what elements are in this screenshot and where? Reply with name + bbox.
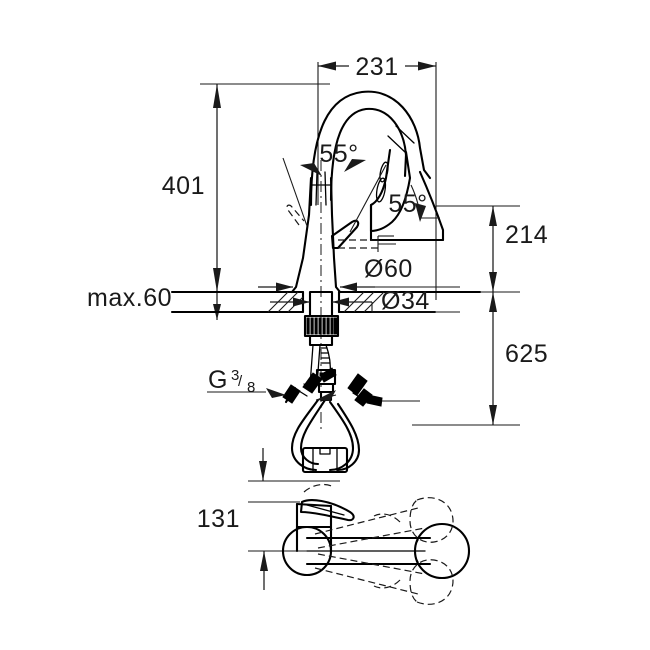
- column-inner-line-left: [315, 171, 318, 206]
- arrow-214-bottom: [489, 272, 497, 292]
- hose-right-fitting: [347, 373, 420, 407]
- arrow-131: [260, 551, 268, 571]
- faucet-spout-elevation: [309, 90, 445, 242]
- arrow-214-top: [489, 206, 497, 226]
- dimension-label-214: 214: [505, 221, 548, 249]
- spray-head-button: [379, 161, 389, 183]
- spout-outer-curve: [309, 90, 432, 207]
- dimension-label-131: 131: [197, 505, 240, 533]
- arrow-angle-right-2: [415, 203, 426, 222]
- arrow-401-top: [213, 84, 221, 108]
- thread-label-denominator: 8: [247, 379, 255, 396]
- counterweight-notch: [319, 447, 331, 455]
- dimension-231: 231: [317, 53, 437, 300]
- mounting-stud: [308, 334, 334, 347]
- arrow-231-right: [418, 61, 436, 71]
- dimension-label-401: 401: [162, 172, 205, 200]
- plan-handle-lever: [299, 499, 355, 522]
- plan-ghost-upper-detail: [373, 513, 401, 523]
- plan-ghost-lower-detail: [373, 579, 401, 589]
- dimension-214: 214: [436, 205, 548, 292]
- hose-right-body: [347, 373, 368, 396]
- counterweight: [301, 446, 349, 474]
- plan-head-neck: [414, 539, 419, 563]
- spray-head-body: [369, 148, 412, 233]
- thread-label-slash: /: [238, 373, 243, 390]
- hose-right-tail: [352, 392, 362, 399]
- plan-handle-ghost: [303, 483, 335, 493]
- plan-spray-head-ghost-upper: [409, 497, 454, 543]
- arrow-625-bottom: [489, 405, 497, 425]
- arrow-401-bottom: [213, 268, 221, 292]
- arrow-angle-right: [344, 159, 366, 172]
- dimension-label-625: 625: [505, 340, 548, 368]
- hose-left-tail-a: [298, 390, 308, 397]
- arrow-d60-right: [340, 282, 357, 292]
- plan-swivel-lower: [314, 553, 426, 595]
- hose-loop-right-outer: [328, 400, 355, 472]
- faucet-column-elevation: [286, 160, 360, 430]
- nut-knurling: [306, 317, 338, 335]
- dimension-label-max60: max.60: [87, 284, 172, 312]
- pipe-detail-dashed: [338, 235, 396, 252]
- column-inner-line-right: [324, 171, 327, 206]
- dimension-plan-top-marker: [248, 448, 340, 482]
- hose-right-tip: [366, 394, 383, 407]
- thread-label-g38: G 3 / 8: [207, 366, 266, 396]
- dimension-angle-right-55: 55°: [344, 159, 440, 233]
- leader-thread-center: [315, 394, 337, 401]
- hose-left-edge: [284, 386, 297, 404]
- under-counter-assembly: [290, 314, 361, 474]
- hose-corrugation: [320, 347, 331, 364]
- hose-left-tip: [319, 367, 337, 383]
- plan-handle-crease: [306, 504, 345, 516]
- dimension-d60: Ø60: [258, 235, 460, 292]
- angle-right-leader: [349, 164, 387, 233]
- dimension-d34: Ø34: [270, 287, 460, 315]
- handle-lever: [330, 219, 360, 250]
- spout-inner-curve: [329, 107, 408, 202]
- dimension-131: 131: [197, 501, 310, 590]
- spray-head-ring-1: [395, 125, 415, 144]
- hose-left-tail-b: [303, 383, 313, 390]
- plan-swivel-upper: [314, 507, 426, 549]
- arrow-d34-right: [332, 297, 349, 307]
- spray-head-skirt: [369, 170, 445, 242]
- handle-ghost-position: [286, 204, 305, 226]
- hose-loop-left-inner: [299, 398, 327, 466]
- arrow-d34-left: [293, 297, 310, 307]
- thread-label-numerator: 3: [231, 367, 239, 384]
- column-right-profile: [329, 176, 342, 294]
- faucet-plan-view: [281, 483, 471, 605]
- spray-head-detail: [375, 177, 387, 203]
- flexible-connection-hoses: G 3 / 8: [207, 366, 420, 407]
- plan-spray-head-ghost-lower: [409, 559, 454, 605]
- hose-loop-left-outer: [290, 398, 320, 472]
- dimension-label-231: 231: [355, 53, 398, 81]
- hose-right-nut: [354, 388, 373, 407]
- arrow-thread-left: [266, 388, 286, 398]
- arrow-angle-left: [300, 163, 322, 176]
- dimension-401: 401: [162, 83, 330, 292]
- column-left-profile: [290, 176, 313, 294]
- arrow-625-top: [489, 292, 497, 312]
- dimension-label-d60: Ø60: [364, 255, 413, 283]
- arrow-231-left: [318, 61, 336, 71]
- dimension-label-55-right: 55°: [388, 190, 427, 218]
- angle-left-leader: [282, 157, 308, 227]
- spray-head-ring-2: [387, 135, 407, 154]
- arrow-plan-marker: [259, 461, 267, 481]
- arrow-d60-left: [276, 282, 293, 292]
- thread-label-letter: G: [208, 366, 228, 394]
- dimension-max60: max.60: [87, 284, 300, 320]
- hose-left-fitting: [282, 367, 337, 404]
- dimension-label-d34: Ø34: [381, 287, 430, 315]
- leader-d34: [371, 302, 460, 313]
